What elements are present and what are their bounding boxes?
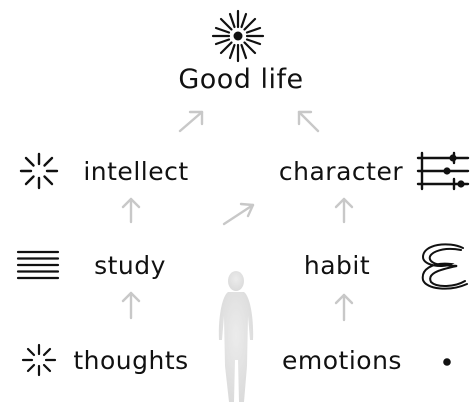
arrow-study-to-intellect — [121, 197, 141, 224]
page-title: Good life — [178, 64, 303, 95]
radiant-sun-icon — [211, 9, 265, 63]
node-habit: habit — [304, 251, 370, 280]
horizontal-lines-icon — [16, 250, 60, 280]
arrow-habit-to-character — [334, 197, 354, 224]
node-study: study — [94, 251, 166, 280]
node-character: character — [279, 157, 403, 186]
slider-bars-icon — [416, 151, 470, 191]
scribble-loop-icon — [421, 243, 468, 290]
arrow-intellect-to-goodlife — [178, 110, 204, 133]
small-burst-icon — [21, 343, 57, 377]
dot-icon — [443, 358, 451, 366]
arrow-character-to-goodlife — [297, 110, 320, 133]
sparkle-burst-icon — [19, 152, 59, 190]
arrow-intellect-to-character — [222, 202, 255, 226]
arrow-thoughts-to-study — [121, 291, 141, 320]
node-intellect: intellect — [83, 157, 188, 186]
arrow-emotions-to-habit — [334, 293, 354, 322]
node-thoughts: thoughts — [73, 346, 188, 375]
node-emotions: emotions — [282, 346, 402, 375]
standing-person-icon — [218, 271, 254, 402]
